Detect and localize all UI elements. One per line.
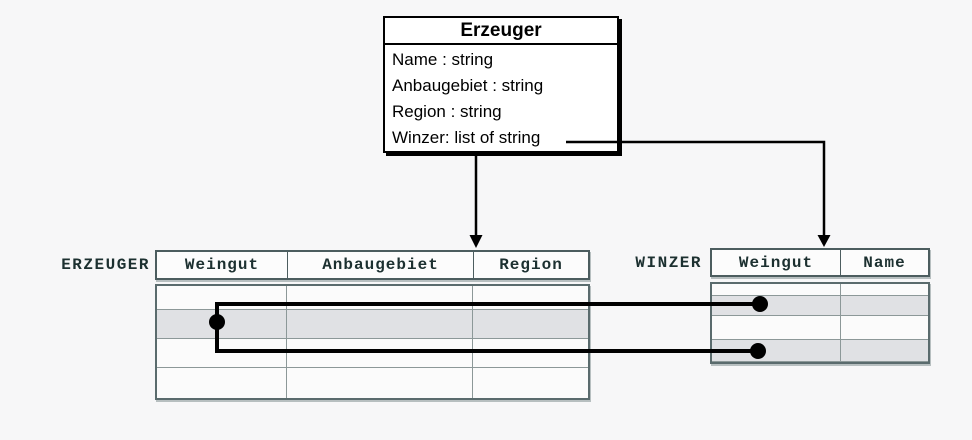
table-row-highlighted: [712, 296, 928, 316]
class-box-attribute-list: Name : string Anbaugebiet : string Regio…: [385, 45, 617, 151]
winzer-col-weingut: Weingut: [712, 250, 841, 275]
attribute-winzer: Winzer: list of string: [392, 128, 541, 147]
attribute-anbaugebiet: Anbaugebiet : string: [392, 76, 544, 95]
attribute-name: Name : string: [392, 50, 494, 69]
arrowhead-down-icon: [817, 235, 831, 247]
table-row-highlighted: [157, 310, 588, 339]
erzeuger-table-body: [155, 284, 590, 400]
table-row-highlighted: [712, 340, 928, 362]
class-box-title: Erzeuger: [385, 18, 617, 45]
arrowhead-down-icon: [469, 235, 483, 248]
table-row: [157, 286, 588, 310]
arrow-winzer-attr-to-winzer: [566, 140, 826, 236]
class-box-erzeuger: Erzeuger Name : string Anbaugebiet : str…: [383, 16, 619, 153]
attribute-region: Region : string: [392, 102, 502, 121]
erzeuger-col-weingut: Weingut: [157, 252, 288, 278]
column-divider: [840, 284, 841, 362]
erzeuger-header-row: Weingut Anbaugebiet Region: [155, 250, 590, 280]
table-label-winzer: WINZER: [635, 253, 702, 272]
winzer-table-body: [710, 282, 930, 364]
table-row: [712, 284, 928, 296]
column-divider: [286, 286, 287, 398]
table-row: [157, 368, 588, 398]
erzeuger-col-anbaugebiet: Anbaugebiet: [288, 252, 474, 278]
winzer-col-name: Name: [863, 253, 906, 272]
erzeuger-col-region: Region: [499, 256, 563, 274]
table-row: [157, 339, 588, 368]
table-label-erzeuger: ERZEUGER: [61, 256, 150, 274]
column-divider: [472, 286, 473, 398]
winzer-header-row: Weingut Name: [710, 248, 930, 277]
table-row: [712, 316, 928, 340]
